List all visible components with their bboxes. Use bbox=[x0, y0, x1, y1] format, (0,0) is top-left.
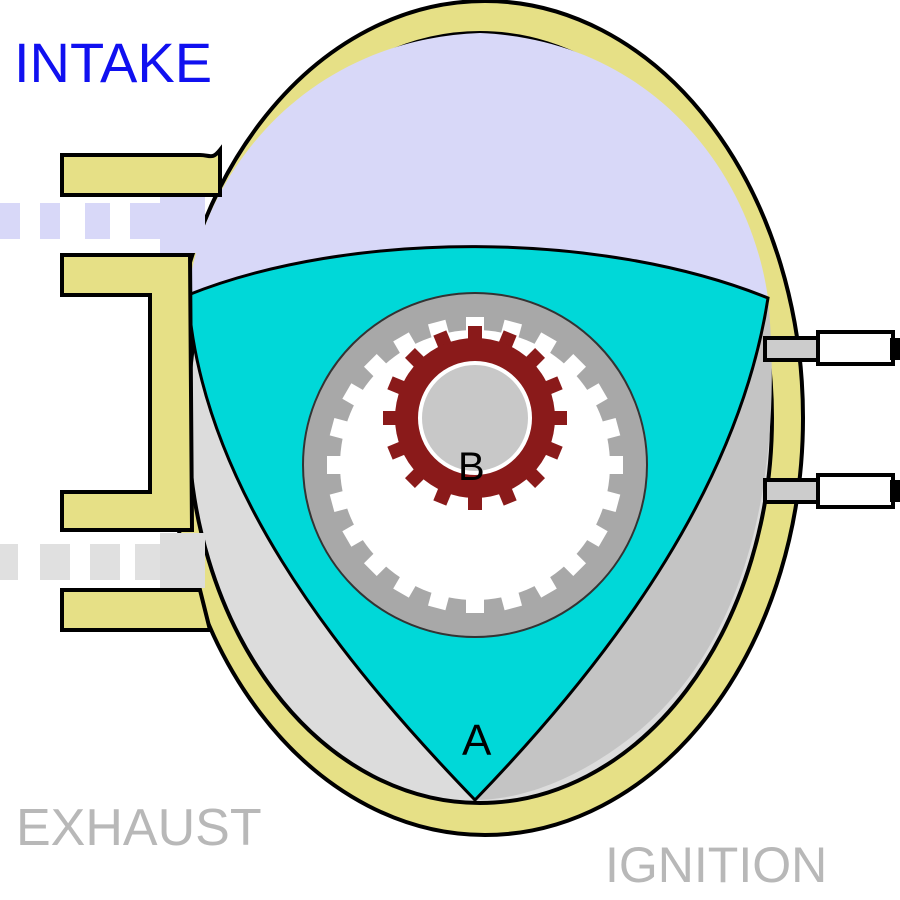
gear-tooth bbox=[466, 596, 484, 613]
gear-tooth bbox=[561, 551, 587, 577]
intake-chamber bbox=[188, 33, 768, 298]
eccentric-shaft bbox=[418, 361, 532, 475]
gear-tooth bbox=[468, 326, 482, 342]
gear-tooth bbox=[551, 411, 567, 425]
internal-gear-teeth bbox=[327, 317, 623, 613]
ignition-label: IGNITION bbox=[605, 837, 827, 893]
intake-port-plate bbox=[60, 144, 222, 197]
gear-tooth bbox=[606, 456, 623, 474]
gear-tooth bbox=[363, 353, 389, 379]
exhaust-label: EXHAUST bbox=[16, 799, 262, 857]
compression-chamber bbox=[475, 298, 772, 800]
center-b-label: B bbox=[458, 445, 485, 489]
apex-a-label: A bbox=[462, 716, 492, 765]
gear-tooth bbox=[363, 551, 389, 577]
intake-label: INTAKE bbox=[14, 31, 212, 94]
gear-tooth bbox=[383, 411, 399, 425]
exhaust-port-opening bbox=[160, 533, 205, 588]
spark-plug-leading bbox=[763, 330, 900, 366]
gear-tooth bbox=[327, 456, 344, 474]
port-bracket bbox=[60, 253, 195, 532]
intake-port-opening bbox=[160, 197, 205, 253]
gear-tooth bbox=[561, 353, 587, 379]
spark-plug-trailing bbox=[763, 473, 900, 509]
exhaust-flow-dashes bbox=[0, 544, 175, 580]
exhaust-port-plate bbox=[60, 588, 213, 632]
gear-tooth bbox=[468, 494, 482, 510]
